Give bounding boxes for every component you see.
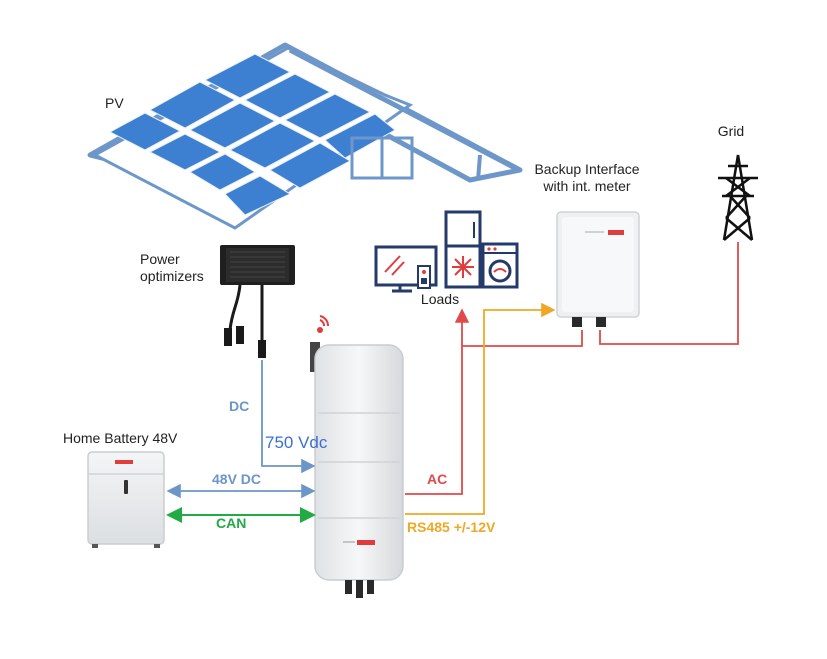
dc-label: DC <box>229 398 250 414</box>
inverter-device <box>310 315 404 598</box>
rs485-connection <box>405 302 556 515</box>
can-label: CAN <box>216 515 247 531</box>
dc-connection <box>261 360 316 474</box>
backup-interface-label: Backup Interface with int. meter <box>534 161 639 195</box>
vdc-label: 750 Vdc <box>265 433 328 452</box>
backup-interface-line2: with int. meter <box>543 178 631 194</box>
backup-interface-line1: Backup Interface <box>534 161 640 177</box>
fridge-icon <box>444 210 482 289</box>
ac-label: AC <box>427 471 448 487</box>
grid-label: Grid <box>717 123 745 139</box>
house-window <box>350 136 414 180</box>
home-battery-label: Home Battery 48V <box>63 430 178 446</box>
power-optimizer-device <box>220 245 295 358</box>
loads-icons <box>374 210 519 293</box>
power-optimizers-line2: optimizers <box>140 268 204 284</box>
power-optimizers-label: Power optimizers <box>140 251 204 285</box>
washing-machine-icon <box>481 242 519 289</box>
loads-label: Loads <box>420 291 460 307</box>
power-optimizers-line1: Power <box>140 251 180 267</box>
rs485-label: RS485 +/-12V <box>407 519 496 535</box>
dc48-label: 48V DC <box>212 471 262 487</box>
wifi-icon <box>317 315 330 333</box>
ac-connection <box>405 242 739 495</box>
pv-panels <box>108 53 396 216</box>
pv-label: PV <box>105 95 124 111</box>
grid-tower-icon <box>718 154 758 241</box>
home-battery-device <box>87 451 165 548</box>
backup-interface-device <box>556 211 640 327</box>
tv-icon <box>374 245 438 293</box>
pv-roof <box>87 42 523 230</box>
